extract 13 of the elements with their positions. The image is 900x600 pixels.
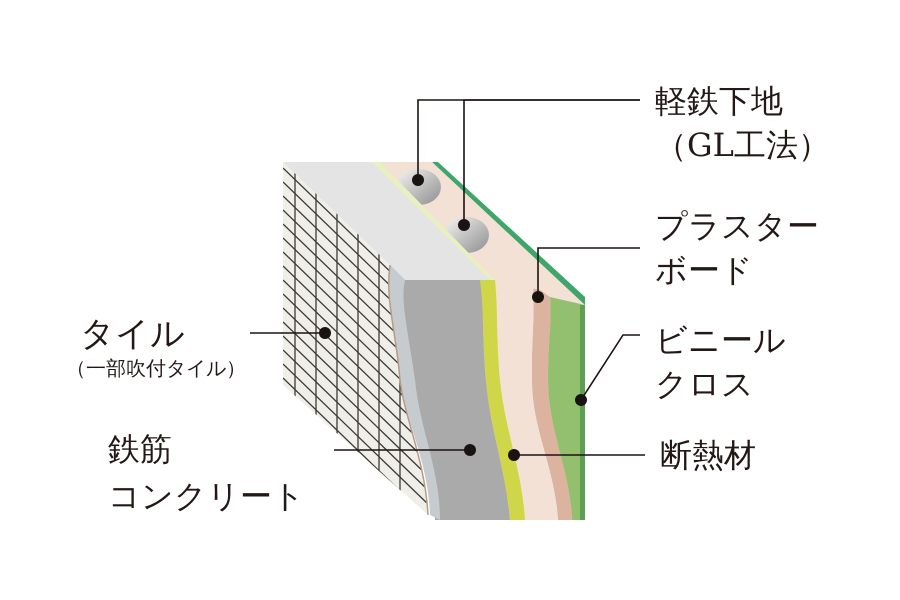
part-label: タイル [79,313,186,355]
part-label: 断熱材 [660,435,757,476]
part-label: 軽鉄下地（GL工法） [655,81,831,166]
leader-line [532,247,640,303]
leader-line [575,334,640,406]
part-label: ビニールクロス [655,320,787,405]
leader-line [250,327,331,339]
leader-line [508,449,645,461]
leader-line [334,444,476,456]
part-label: プラスターボード [655,206,820,291]
part-sublabel: （一部吹付タイル） [66,355,246,381]
part-label: 鉄筋コンクリート [108,429,306,517]
leader-line [458,99,640,231]
